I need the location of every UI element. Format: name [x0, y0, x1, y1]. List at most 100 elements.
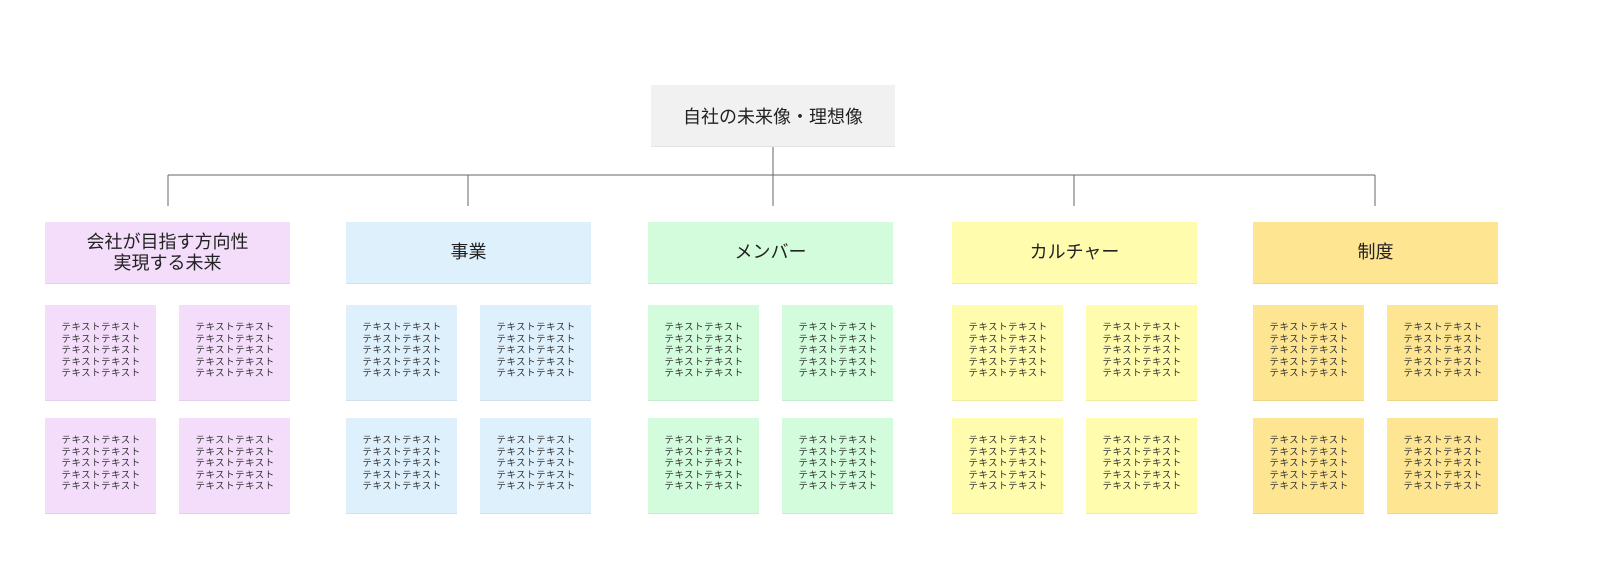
note-text-line: テキストテキスト: [195, 333, 274, 345]
note-text-line: テキストテキスト: [798, 446, 877, 458]
sticky-note[interactable]: テキストテキストテキストテキストテキストテキストテキストテキストテキストテキスト: [782, 418, 893, 514]
sticky-note[interactable]: テキストテキストテキストテキストテキストテキストテキストテキストテキストテキスト: [1387, 305, 1498, 401]
note-text-line: テキストテキスト: [61, 469, 140, 481]
note-text-line: テキストテキスト: [496, 446, 575, 458]
note-text-line: テキストテキスト: [1403, 458, 1482, 470]
note-text-line: テキストテキスト: [1403, 435, 1482, 446]
category-label: カルチャー: [1029, 242, 1120, 263]
note-text-line: テキストテキスト: [61, 435, 140, 446]
note-text-line: テキストテキスト: [664, 345, 743, 357]
note-text-line: テキストテキスト: [496, 333, 575, 345]
category-node-culture[interactable]: カルチャー: [952, 222, 1197, 284]
sticky-note[interactable]: テキストテキストテキストテキストテキストテキストテキストテキストテキストテキスト: [1253, 418, 1364, 514]
category-node-systems[interactable]: 制度: [1253, 222, 1498, 284]
sticky-note[interactable]: テキストテキストテキストテキストテキストテキストテキストテキストテキストテキスト: [480, 418, 591, 514]
note-text-line: テキストテキスト: [798, 435, 877, 446]
note-text-line: テキストテキスト: [1403, 322, 1482, 333]
note-text-line: テキストテキスト: [798, 322, 877, 333]
note-text-line: テキストテキスト: [195, 356, 274, 368]
sticky-note[interactable]: テキストテキストテキストテキストテキストテキストテキストテキストテキストテキスト: [952, 418, 1063, 514]
note-text-line: テキストテキスト: [195, 435, 274, 446]
note-text-line: テキストテキスト: [61, 356, 140, 368]
note-text-line: テキストテキスト: [1269, 322, 1348, 333]
sticky-note[interactable]: テキストテキストテキストテキストテキストテキストテキストテキストテキストテキスト: [648, 418, 759, 514]
category-node-business[interactable]: 事業: [346, 222, 591, 284]
note-text-line: テキストテキスト: [1102, 356, 1181, 368]
note-text-line: テキストテキスト: [1269, 345, 1348, 357]
category-label: 事業: [450, 242, 487, 263]
note-text-line: テキストテキスト: [1269, 481, 1348, 493]
note-text-line: テキストテキスト: [1102, 345, 1181, 357]
note-text-line: テキストテキスト: [664, 446, 743, 458]
note-text-line: テキストテキスト: [362, 469, 441, 481]
note-text-line: テキストテキスト: [195, 446, 274, 458]
note-text-line: テキストテキスト: [496, 435, 575, 446]
note-text-line: テキストテキスト: [1269, 435, 1348, 446]
note-text-line: テキストテキスト: [1102, 481, 1181, 493]
note-text-line: テキストテキスト: [1403, 469, 1482, 481]
sticky-note[interactable]: テキストテキストテキストテキストテキストテキストテキストテキストテキストテキスト: [1086, 418, 1197, 514]
note-text-line: テキストテキスト: [664, 356, 743, 368]
root-node[interactable]: 自社の未来像・理想像: [651, 85, 895, 147]
sticky-note[interactable]: テキストテキストテキストテキストテキストテキストテキストテキストテキストテキスト: [952, 305, 1063, 401]
note-text-line: テキストテキスト: [61, 446, 140, 458]
category-column-direction: 会社が目指す方向性 実現する未来 テキストテキストテキストテキストテキストテキス…: [45, 222, 290, 514]
sticky-note[interactable]: テキストテキストテキストテキストテキストテキストテキストテキストテキストテキスト: [346, 305, 457, 401]
note-text-line: テキストテキスト: [362, 435, 441, 446]
note-text-line: テキストテキスト: [362, 458, 441, 470]
sticky-note[interactable]: テキストテキストテキストテキストテキストテキストテキストテキストテキストテキスト: [1086, 305, 1197, 401]
note-text-line: テキストテキスト: [1403, 345, 1482, 357]
sticky-note[interactable]: テキストテキストテキストテキストテキストテキストテキストテキストテキストテキスト: [45, 305, 156, 401]
sticky-note[interactable]: テキストテキストテキストテキストテキストテキストテキストテキストテキストテキスト: [1253, 305, 1364, 401]
note-text-line: テキストテキスト: [798, 333, 877, 345]
sticky-note[interactable]: テキストテキストテキストテキストテキストテキストテキストテキストテキストテキスト: [480, 305, 591, 401]
note-text-line: テキストテキスト: [1403, 333, 1482, 345]
note-text-line: テキストテキスト: [61, 322, 140, 333]
note-text-line: テキストテキスト: [496, 458, 575, 470]
note-text-line: テキストテキスト: [968, 333, 1047, 345]
note-text-line: テキストテキスト: [798, 345, 877, 357]
note-text-line: テキストテキスト: [1102, 458, 1181, 470]
sticky-note[interactable]: テキストテキストテキストテキストテキストテキストテキストテキストテキストテキスト: [782, 305, 893, 401]
sticky-note[interactable]: テキストテキストテキストテキストテキストテキストテキストテキストテキストテキスト: [648, 305, 759, 401]
note-text-line: テキストテキスト: [664, 322, 743, 333]
note-text-line: テキストテキスト: [1102, 446, 1181, 458]
note-text-line: テキストテキスト: [1403, 368, 1482, 380]
note-text-line: テキストテキスト: [496, 368, 575, 380]
note-text-line: テキストテキスト: [968, 481, 1047, 493]
note-text-line: テキストテキスト: [664, 368, 743, 380]
category-node-direction[interactable]: 会社が目指す方向性 実現する未来: [45, 222, 290, 284]
category-column-culture: カルチャー テキストテキストテキストテキストテキストテキストテキストテキストテキ…: [952, 222, 1197, 514]
note-text-line: テキストテキスト: [362, 481, 441, 493]
sticky-note[interactable]: テキストテキストテキストテキストテキストテキストテキストテキストテキストテキスト: [179, 418, 290, 514]
note-text-line: テキストテキスト: [496, 345, 575, 357]
note-text-line: テキストテキスト: [362, 368, 441, 380]
note-text-line: テキストテキスト: [1403, 356, 1482, 368]
note-text-line: テキストテキスト: [1269, 368, 1348, 380]
category-label: 会社が目指す方向性 実現する未来: [86, 231, 249, 274]
note-text-line: テキストテキスト: [362, 333, 441, 345]
note-text-line: テキストテキスト: [61, 368, 140, 380]
note-text-line: テキストテキスト: [362, 322, 441, 333]
note-text-line: テキストテキスト: [496, 469, 575, 481]
sticky-note[interactable]: テキストテキストテキストテキストテキストテキストテキストテキストテキストテキスト: [45, 418, 156, 514]
sticky-note[interactable]: テキストテキストテキストテキストテキストテキストテキストテキストテキストテキスト: [346, 418, 457, 514]
note-text-line: テキストテキスト: [1269, 333, 1348, 345]
note-text-line: テキストテキスト: [1269, 469, 1348, 481]
category-label: メンバー: [734, 242, 807, 263]
category-column-business: 事業 テキストテキストテキストテキストテキストテキストテキストテキストテキストテ…: [346, 222, 591, 514]
root-node-label: 自社の未来像・理想像: [683, 106, 863, 128]
note-text-line: テキストテキスト: [61, 458, 140, 470]
note-text-line: テキストテキスト: [664, 458, 743, 470]
sticky-note[interactable]: テキストテキストテキストテキストテキストテキストテキストテキストテキストテキスト: [1387, 418, 1498, 514]
note-text-line: テキストテキスト: [968, 322, 1047, 333]
note-text-line: テキストテキスト: [195, 469, 274, 481]
note-text-line: テキストテキスト: [362, 356, 441, 368]
category-node-members[interactable]: メンバー: [648, 222, 893, 284]
note-text-line: テキストテキスト: [362, 446, 441, 458]
note-text-line: テキストテキスト: [664, 333, 743, 345]
note-text-line: テキストテキスト: [1102, 469, 1181, 481]
sticky-note[interactable]: テキストテキストテキストテキストテキストテキストテキストテキストテキストテキスト: [179, 305, 290, 401]
note-text-line: テキストテキスト: [61, 345, 140, 357]
